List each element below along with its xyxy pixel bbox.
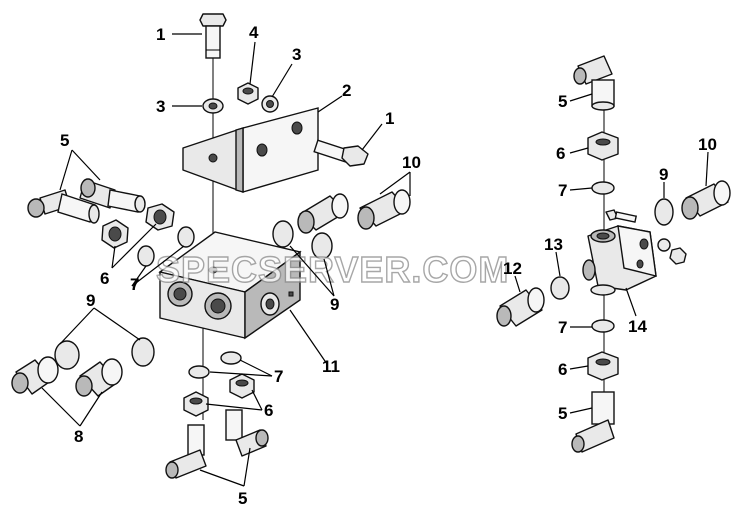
bolt-top — [199, 13, 227, 59]
connector-10-right — [681, 180, 731, 220]
callout-5-right-top: 5 — [558, 92, 567, 111]
o-ring-right-a — [272, 220, 294, 248]
callout-3-right: 3 — [292, 45, 301, 64]
seal-ring-right-top — [591, 181, 615, 195]
callout-13: 13 — [544, 235, 563, 254]
callout-10-left: 10 — [402, 153, 421, 172]
callout-2: 2 — [342, 81, 351, 100]
callout-1-right: 1 — [385, 109, 394, 128]
callout-6-right-top: 6 — [556, 144, 565, 163]
callout-14: 14 — [628, 317, 647, 336]
nut-bottom-a — [183, 391, 209, 417]
callout-5-right-bottom: 5 — [558, 404, 567, 423]
callout-8: 8 — [74, 427, 83, 446]
callout-7-left: 7 — [130, 275, 139, 294]
o-ring-right-c — [654, 198, 674, 226]
seal-ring-13 — [550, 276, 570, 300]
callout-11: 11 — [322, 357, 340, 376]
seal-ring-left-b — [137, 245, 155, 267]
connector-8-right — [75, 358, 123, 397]
callout-6-right-bottom: 6 — [558, 360, 567, 379]
callout-9-left: 9 — [86, 291, 95, 310]
seal-ring-right-bottom — [591, 319, 615, 333]
elbow-fitting-bottom-left — [165, 424, 207, 479]
callout-5-bottom: 5 — [238, 489, 247, 508]
o-ring-right-b — [311, 232, 333, 260]
elbow-fitting-left-lower — [27, 189, 100, 224]
nut-left-b — [101, 219, 129, 249]
valve-block — [158, 231, 302, 340]
washer-right — [261, 95, 279, 113]
elbow-fitting-left-upper — [79, 178, 146, 213]
callout-1-top: 1 — [156, 25, 165, 44]
elbow-fitting-right-bottom — [571, 391, 615, 453]
callout-9-right: 9 — [330, 295, 339, 314]
callout-3-left: 3 — [156, 97, 165, 116]
tee-body — [582, 225, 657, 296]
callout-5-left: 5 — [60, 131, 69, 150]
nut-right-top — [587, 131, 619, 161]
callout-9-right-side: 9 — [659, 165, 668, 184]
callout-6-left: 6 — [100, 269, 109, 288]
connector-10-a — [297, 193, 349, 234]
connector-8-left — [11, 356, 59, 395]
seal-ring-bottom-a — [188, 365, 210, 379]
nut-4 — [237, 82, 259, 105]
seal-ring-left-a — [177, 226, 195, 248]
elbow-fitting-bottom-right — [225, 409, 269, 457]
nut-small-right — [669, 247, 687, 265]
leader-lines — [41, 33, 709, 487]
callout-12: 12 — [503, 259, 522, 278]
nut-right-bottom — [587, 351, 619, 381]
callout-7-bottom: 7 — [274, 367, 283, 386]
elbow-fitting-right-top — [573, 55, 615, 111]
washer-top — [202, 98, 224, 114]
callout-6-bottom: 6 — [264, 401, 273, 420]
nut-bottom-b — [229, 373, 255, 399]
o-ring-left-b — [54, 340, 80, 370]
callout-10-right: 10 — [698, 135, 717, 154]
o-ring-left-a — [131, 337, 155, 367]
seal-ring-bottom-b — [220, 351, 242, 365]
callout-7-right-top: 7 — [558, 181, 567, 200]
callout-7-right-bottom: 7 — [558, 318, 567, 337]
bolt-right — [313, 139, 369, 167]
connector-10-b — [357, 189, 411, 230]
callout-labels: 1 4 3 3 2 1 5 10 6 7 9 9 11 8 7 6 5 5 6 … — [60, 23, 717, 508]
callout-4: 4 — [249, 23, 259, 42]
mounting-bracket — [182, 107, 319, 193]
nut-left-a — [145, 203, 175, 231]
watermark: SPECSERVER.COM — [156, 249, 509, 290]
connector-12 — [496, 287, 545, 327]
small-bolt-right — [605, 209, 638, 223]
washer-small-right — [657, 238, 671, 252]
